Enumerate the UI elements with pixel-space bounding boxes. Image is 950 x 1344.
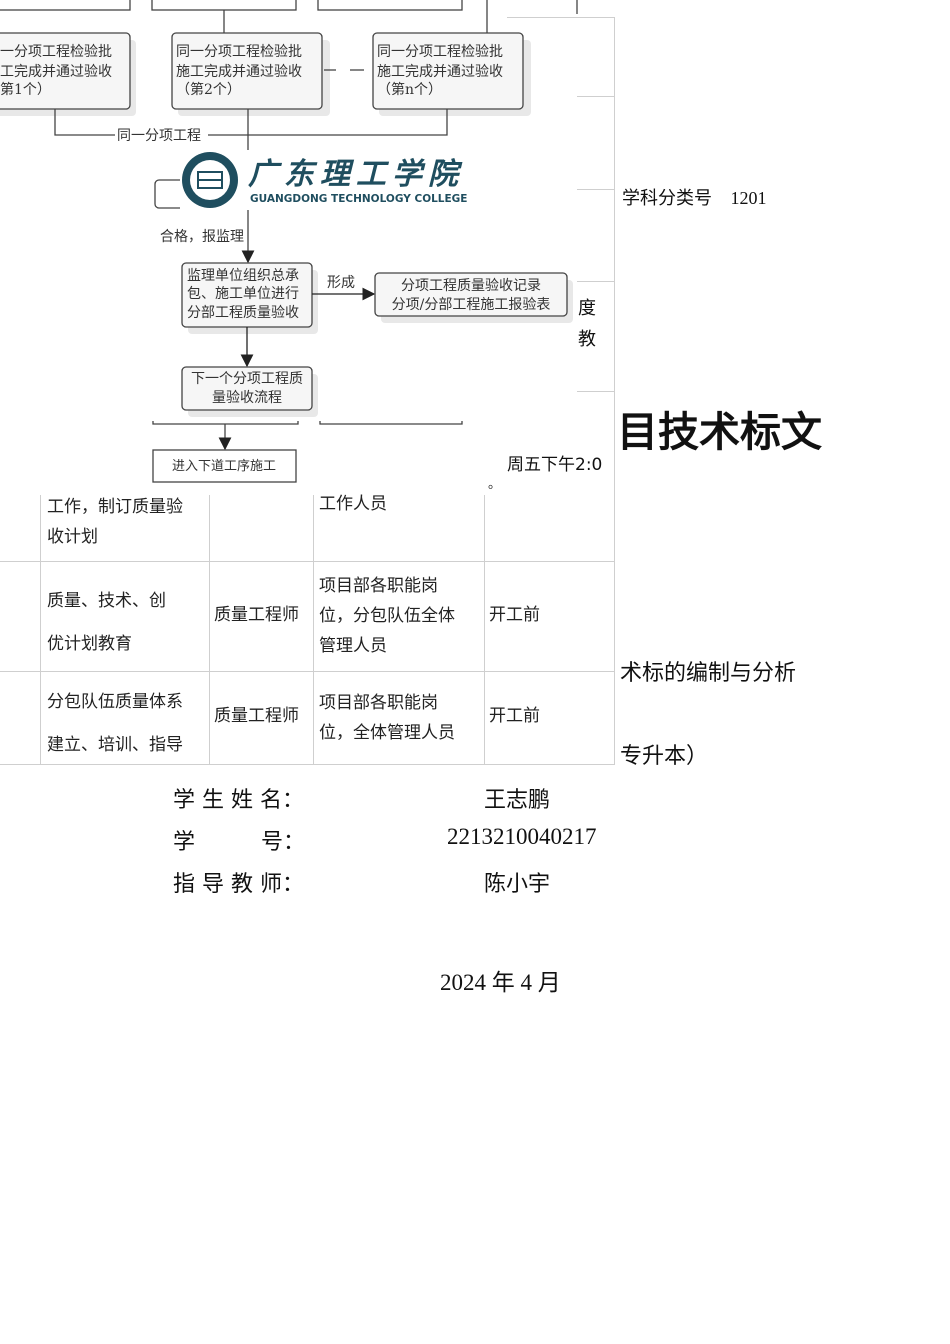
box3-line: 施工完成并通过验收 (377, 64, 503, 80)
field-label: 学 生 姓 名： (173, 788, 304, 813)
field-value: 2213210040217 (447, 824, 597, 849)
divider (507, 17, 614, 18)
target-line: 位，分包队伍全体 (319, 606, 455, 626)
bracket-label: 同一分项工程 (117, 128, 201, 144)
partial-text-du: 度 (578, 298, 596, 319)
pass-label: 合格，报监理 (160, 229, 244, 245)
subtitle: 术标的编制与分析 (620, 661, 797, 686)
supervise-line: 包、施工单位进行 (187, 286, 299, 302)
target-line: 项目部各职能岗 (319, 693, 438, 713)
field-label: 指 导 教 师： (173, 872, 304, 897)
divider (577, 189, 614, 190)
column-border (313, 495, 314, 765)
final-box-label: 进入下道工序施工 (172, 459, 276, 474)
field-value: 陈小宇 (484, 872, 551, 897)
box2-line: 同一分项工程检验批 (176, 44, 302, 60)
next-line: 量验收流程 (212, 390, 282, 406)
logo-name-cn: 广东理工学院 (248, 157, 464, 192)
panel-border (614, 17, 615, 765)
supervise-line: 分部工程质量验收 (187, 305, 299, 321)
date: 2024 年 4 月 (440, 970, 561, 995)
supervise-line: 监理单位组织总承 (187, 268, 299, 284)
divider (577, 281, 614, 282)
box1-line: 一分项工程检验批 (0, 44, 112, 60)
box3-line: 同一分项工程检验批 (377, 44, 503, 60)
divider (577, 391, 614, 392)
time-cell: 开工前 (489, 706, 540, 726)
classification-label: 学科分类号 (622, 188, 712, 208)
field-label: 学 号： (173, 830, 306, 855)
owner-cell: 质量工程师 (214, 605, 299, 625)
task-line: 优计划教育 (47, 634, 132, 654)
box2-line: （第2个） (176, 81, 241, 98)
row-border (0, 671, 614, 672)
flowchart: 一分项工程检验批 工完成并通过验收 第1个） 同一分项工程检验批 施工完成并通过… (0, 0, 578, 483)
target-cell: 工作人员 (319, 494, 387, 514)
time-text: 周五下午2:0 (507, 455, 603, 475)
classification: 学科分类号 1201 (622, 184, 767, 210)
time-cell: 开工前 (489, 605, 540, 625)
classification-value: 1201 (730, 188, 767, 208)
box2-line: 施工完成并通过验收 (176, 64, 302, 80)
logo-name-en: GUANGDONG TECHNOLOGY COLLEGE (250, 193, 467, 205)
owner-cell: 质量工程师 (214, 706, 299, 726)
college-logo: 广东理工学院 GUANGDONG TECHNOLOGY COLLEGE (180, 150, 467, 210)
program: 专升本） (620, 744, 709, 769)
task-line: 分包队伍质量体系 (47, 692, 183, 712)
next-line: 下一个分项工程质 (191, 371, 303, 387)
task-line: 建立、培训、指导 (47, 735, 183, 755)
form-label: 形成 (327, 275, 355, 291)
task-line: 工作，制订质量验 (47, 497, 183, 517)
row-border (0, 764, 614, 765)
target-line: 位，全体管理人员 (319, 723, 455, 743)
divider (577, 96, 614, 97)
document-title: 目技术标文 (617, 408, 822, 456)
partial-text-jiao: 教 (578, 329, 596, 350)
task-line: 质量、技术、创 (47, 591, 166, 611)
field-value: 王志鹏 (484, 788, 551, 813)
column-border (209, 495, 210, 765)
row-border (0, 561, 614, 562)
box3-line: （第n个） (377, 81, 442, 98)
task-line: 收计划 (47, 527, 98, 547)
box1-line: 工完成并通过验收 (0, 64, 112, 80)
column-border (484, 495, 485, 765)
record-line: 分项/分部工程施工报验表 (392, 297, 551, 313)
target-line: 管理人员 (319, 636, 387, 656)
time-cell: 。 (488, 477, 502, 492)
record-line: 分项工程质量验收记录 (401, 278, 541, 294)
target-line: 项目部各职能岗 (319, 576, 438, 596)
column-border (40, 495, 41, 765)
box1-line: 第1个） (0, 81, 51, 98)
